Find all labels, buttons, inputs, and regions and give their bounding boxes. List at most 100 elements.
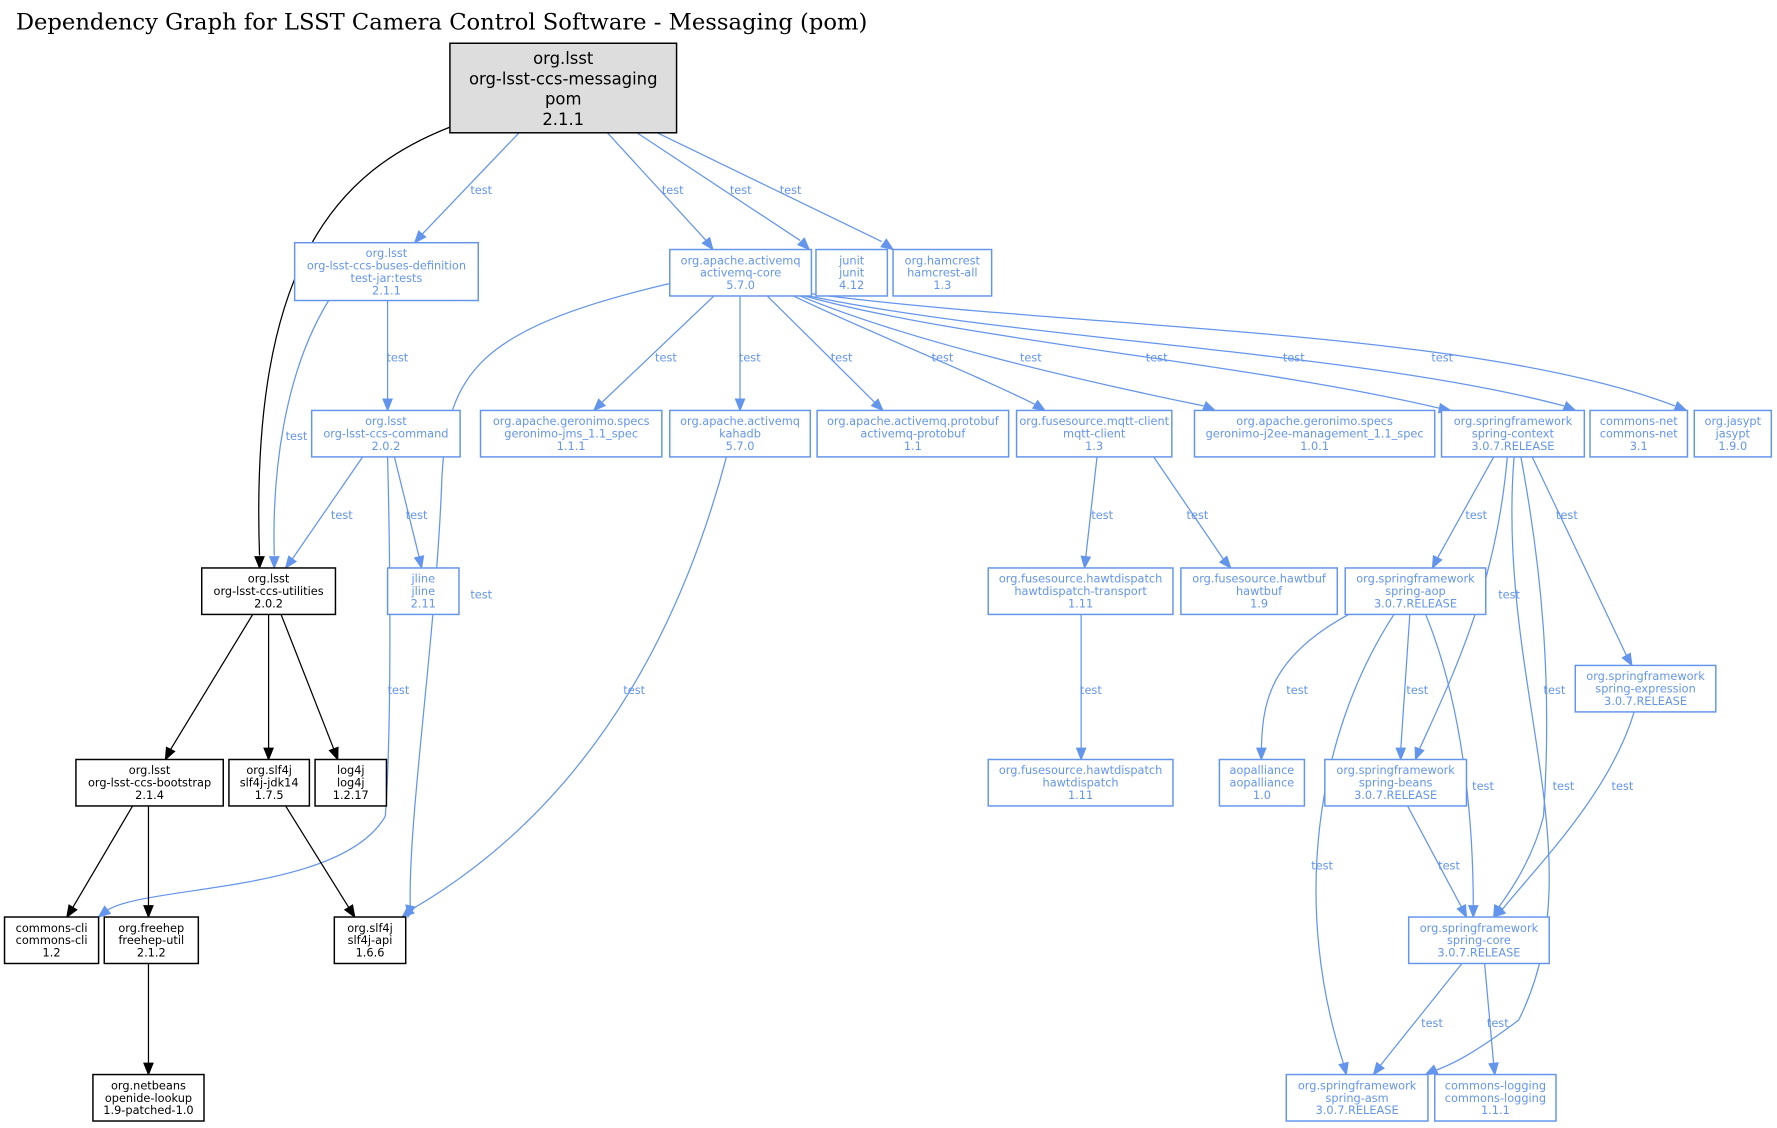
edge-line: [1153, 456, 1225, 561]
edge-line: [1400, 614, 1411, 750]
node-label-line: 1.1.1: [1481, 1103, 1510, 1117]
node-buses[interactable]: org.lsstorg-lsst-ccs-buses-definitiontes…: [293, 241, 479, 302]
edge-amqcore-to-jasypt: test: [811, 293, 1688, 412]
arrowhead-icon: [880, 238, 895, 251]
node-label-line: 1.0.1: [1300, 439, 1329, 453]
arrowhead-icon: [1338, 1061, 1349, 1077]
node-box: [1344, 567, 1487, 616]
node-label-line: org.fusesource.hawtdispatch: [999, 763, 1163, 777]
edge-line: [409, 282, 670, 907]
edge-line: [258, 126, 451, 556]
node-box: [1193, 409, 1436, 458]
edge-amqcore-to-j2ee: test: [799, 295, 1217, 412]
arrowhead-icon: [701, 236, 714, 251]
edge-line: [809, 295, 1565, 407]
node-label-line: org.lsst: [248, 572, 290, 586]
node-label-line: org.apache.activemq: [681, 253, 801, 267]
edge-line: [169, 614, 254, 751]
edge-buses-to-utilities: test: [268, 300, 330, 570]
arrowhead-icon: [1255, 747, 1267, 762]
edge-line: [71, 805, 134, 909]
node-label-line: spring-expression: [1595, 682, 1695, 696]
node-label-line: org.lsst: [365, 414, 407, 428]
node-beans[interactable]: org.springframeworkspring-beans3.0.7.REL…: [1324, 758, 1468, 807]
node-label-line: commons-logging: [1445, 1091, 1546, 1105]
edge-line: [1483, 963, 1495, 1065]
edge-label: test: [655, 351, 677, 365]
arrowhead-icon: [263, 747, 274, 762]
edge-label: test: [1020, 351, 1042, 365]
node-label-line: org.netbeans: [111, 1078, 186, 1092]
node-label-line: 1.0: [1253, 788, 1271, 802]
edge-line: [1260, 613, 1349, 750]
node-context[interactable]: org.springframeworkspring-context3.0.7.R…: [1440, 409, 1586, 458]
node-hawtdispatch[interactable]: org.fusesource.hawtdispatchhawtdispatch1…: [987, 758, 1174, 807]
edge-line: [766, 295, 876, 403]
arrowhead-icon: [143, 1062, 154, 1077]
node-jms[interactable]: org.apache.geronimo.specsgeronimo-jms_1.…: [479, 409, 663, 458]
edge-line: [280, 614, 335, 751]
node-label-line: spring-aop: [1385, 584, 1445, 598]
edge-line: [103, 456, 391, 913]
node-label-line: spring-asm: [1325, 1091, 1388, 1105]
node-expression[interactable]: org.springframeworkspring-expression3.0.…: [1574, 664, 1717, 713]
node-label-line: 3.0.7.RELEASE: [1604, 694, 1687, 708]
edge-label: test: [1487, 1016, 1509, 1030]
node-protobuf[interactable]: org.apache.activemq.protobufactivemq-pro…: [816, 409, 1010, 458]
edge-label: test: [1187, 508, 1209, 522]
node-label-line: hawtdispatch-transport: [1014, 584, 1147, 598]
edge-command-to-jline: test: [393, 456, 428, 570]
node-label-line: log4j: [337, 776, 365, 790]
node-box: [1693, 409, 1773, 458]
node-label-line: commons-cli: [16, 921, 88, 935]
node-label-line: jasypt: [1715, 427, 1751, 441]
arrowhead-icon: [1372, 1061, 1385, 1076]
node-asm[interactable]: org.springframeworkspring-asm3.0.7.RELEA…: [1285, 1073, 1429, 1122]
node-label-line: commons-net: [1600, 427, 1678, 441]
node-j2ee[interactable]: org.apache.geronimo.specsgeronimo-j2ee-m…: [1193, 409, 1436, 458]
edge-label: test: [1146, 351, 1168, 365]
edge-utilities-to-log4j: [280, 614, 339, 761]
edge-context-to-core: test: [1492, 456, 1566, 919]
node-label-line: 2.1.1: [372, 283, 401, 297]
node-label-line: slf4j-jdk14: [240, 776, 299, 790]
node-box: [669, 409, 812, 458]
node-label-line: org.freehep: [118, 921, 184, 935]
node-box: [1434, 1073, 1557, 1122]
node-hdtransport[interactable]: org.fusesource.hawtdispatchhawtdispatch-…: [987, 567, 1174, 616]
edge-label: test: [386, 351, 408, 365]
node-netbeans[interactable]: org.netbeansopenide-lookup1.9-patched-1.…: [92, 1073, 205, 1122]
arrowhead-icon: [343, 904, 356, 919]
node-label-line: org.springframework: [1356, 572, 1475, 586]
node-box: [293, 241, 479, 302]
node-label-line: 3.0.7.RELEASE: [1471, 439, 1554, 453]
edge-line: [1315, 614, 1395, 1066]
node-label-line: jline: [410, 584, 435, 598]
arrowhead-icon: [1621, 652, 1633, 667]
node-aop[interactable]: org.springframeworkspring-aop3.0.7.RELEA…: [1344, 567, 1487, 616]
edge-label: test: [1465, 508, 1487, 522]
arrowhead-icon: [1488, 1062, 1499, 1077]
node-label-line: 5.7.0: [726, 439, 755, 453]
node-core[interactable]: org.springframeworkspring-core3.0.7.RELE…: [1407, 916, 1550, 965]
